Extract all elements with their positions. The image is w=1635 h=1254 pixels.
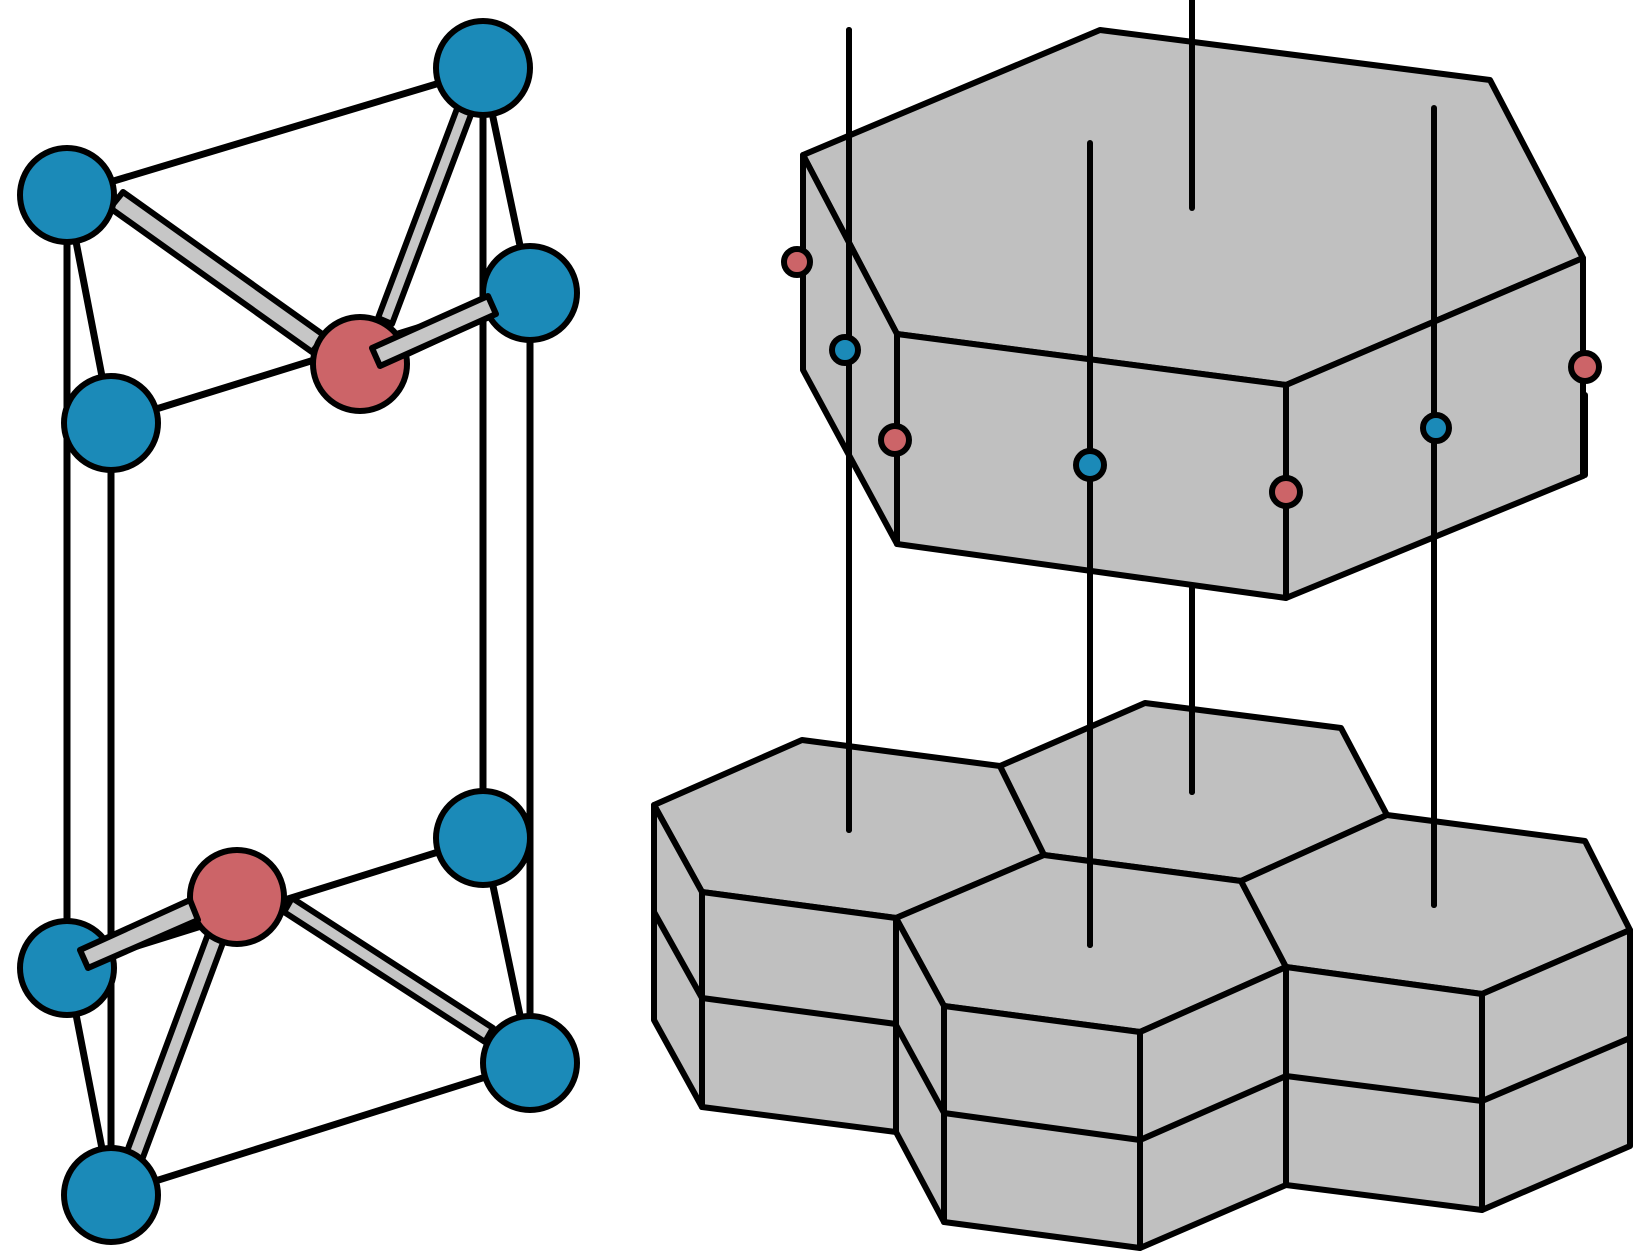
atom-a (17, 145, 117, 245)
atom-b (310, 314, 410, 414)
bond-stubs (77, 293, 499, 971)
atom-a (61, 1145, 161, 1245)
tier-line (1137, 1073, 1289, 1143)
axes-over-upper (846, 0, 1437, 948)
site-marker-b (781, 246, 813, 278)
atom-a (433, 18, 533, 118)
tier-line (893, 1022, 947, 1116)
atom-b (187, 847, 287, 947)
site-marker-b (878, 423, 912, 457)
atom-a (480, 1013, 580, 1113)
cell-edge (63, 66, 487, 199)
site-marker-b (1568, 350, 1602, 384)
tier-line (699, 995, 899, 1027)
tier-line (651, 909, 705, 1001)
site-marker-a (1420, 412, 1452, 444)
atom-a (480, 243, 580, 343)
bond (369, 293, 499, 369)
site-marker-a (1073, 448, 1107, 482)
bond (375, 103, 475, 327)
hexagonal-prism-diagram (651, 0, 1633, 1251)
bond (107, 189, 328, 355)
site-marker-b (1269, 475, 1303, 509)
cell-edge (107, 1059, 534, 1199)
site-markers (781, 246, 1602, 509)
bond (281, 895, 496, 1045)
atom-a (433, 788, 533, 888)
unit-cell-diagram (17, 18, 580, 1245)
site-marker-a (829, 334, 861, 366)
tier-line (1479, 1035, 1633, 1104)
atoms-type-b (187, 314, 410, 947)
atom-a (61, 373, 161, 473)
tier-line (1283, 1073, 1485, 1104)
atom-a (17, 918, 117, 1018)
bond (77, 897, 201, 971)
bond (123, 931, 227, 1163)
tier-line (941, 1110, 1143, 1143)
lower-prism-layer (651, 700, 1633, 1251)
atoms-type-a (17, 18, 580, 1245)
